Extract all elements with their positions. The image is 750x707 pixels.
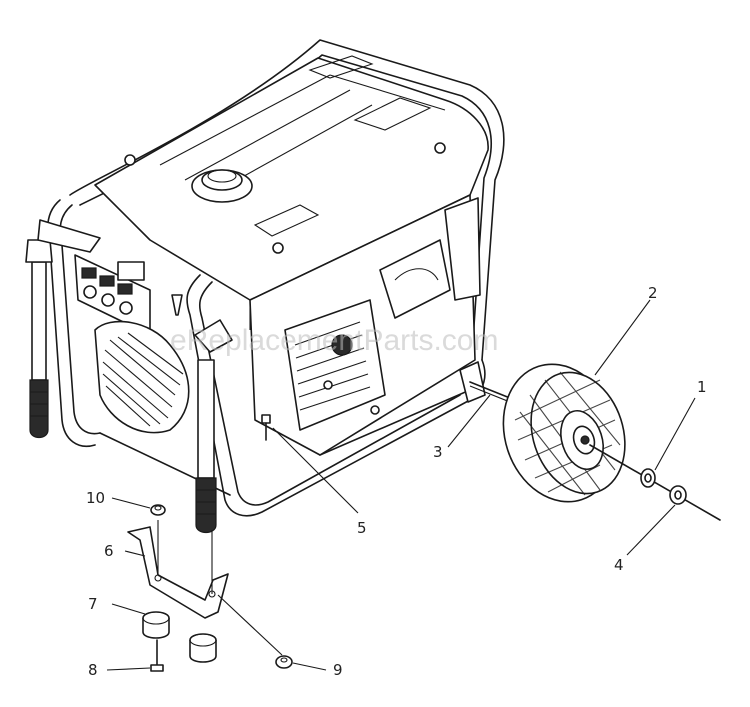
watermark: eReplacementParts.com (170, 324, 498, 357)
part-10-nut (150, 504, 166, 516)
callout-7: 7 (88, 595, 98, 613)
callout-9: 9 (333, 661, 343, 679)
generator-body (25, 39, 505, 534)
fuel-cap (191, 169, 253, 203)
callout-labels: 1 2 3 4 5 6 7 8 9 10 (86, 284, 707, 679)
part-5-bolt (261, 414, 271, 441)
part-8-screw (150, 639, 164, 672)
lifting-handle-right (194, 319, 233, 534)
callout-1: 1 (697, 378, 707, 396)
control-panel (74, 254, 151, 336)
wheel-assembly (459, 361, 721, 521)
callout-2: 2 (648, 284, 658, 302)
callout-4: 4 (614, 556, 624, 574)
axle-nut (669, 485, 687, 505)
callout-5: 5 (357, 519, 367, 537)
callout-3: 3 (433, 443, 443, 461)
callout-8: 8 (88, 661, 98, 679)
lifting-handle-left (25, 219, 101, 439)
tire (502, 363, 626, 503)
rubber-foot-right (189, 633, 217, 663)
rubber-foot-left (142, 611, 170, 639)
foot-bracket-assembly (127, 504, 293, 672)
part-9-nut (275, 655, 293, 669)
callout-6: 6 (104, 542, 114, 560)
alternator-grille (94, 320, 190, 434)
callout-10: 10 (86, 489, 105, 507)
leader-lines (106, 299, 696, 671)
washer (640, 468, 656, 488)
engine-fins (294, 321, 371, 411)
